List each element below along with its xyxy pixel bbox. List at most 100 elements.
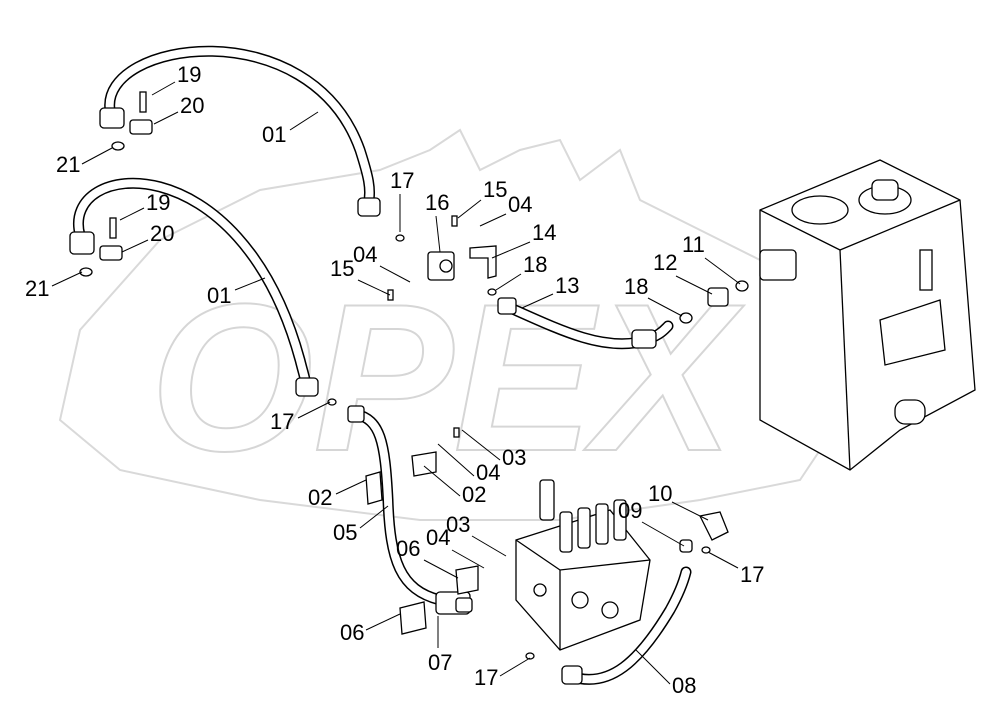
leader-line-c12 bbox=[675, 275, 713, 295]
callout-c09: 09 bbox=[618, 498, 642, 523]
leader-line-c21a bbox=[81, 147, 113, 165]
leader-line-c03a bbox=[461, 429, 501, 461]
callout-c13: 13 bbox=[555, 273, 579, 298]
hose-01-lower-elbow bbox=[295, 377, 319, 397]
callout-c04b: 04 bbox=[353, 242, 377, 267]
leader-line-c15a bbox=[457, 199, 482, 219]
callout-c10: 10 bbox=[648, 481, 672, 506]
callout-c05: 05 bbox=[333, 520, 357, 545]
callout-c06b: 06 bbox=[340, 620, 364, 645]
clamps bbox=[79, 91, 153, 277]
leader-line-c04c bbox=[437, 443, 475, 477]
o-ring-18-right bbox=[679, 312, 693, 324]
callout-c15a: 15 bbox=[483, 177, 507, 202]
hose-01-upper bbox=[99, 45, 381, 217]
leader-line-c01a bbox=[289, 111, 319, 131]
clamp-20-lower bbox=[99, 245, 123, 261]
washer-21-lower bbox=[79, 267, 93, 277]
watermark: OPEX bbox=[58, 128, 842, 521]
bolt-15-top bbox=[451, 215, 458, 227]
washer-21-upper bbox=[111, 141, 125, 151]
callout-c01b: 01 bbox=[207, 283, 231, 308]
leader-line-c04d bbox=[451, 549, 485, 569]
hose-01-upper-fitting bbox=[99, 107, 125, 129]
callout-c07: 07 bbox=[428, 650, 452, 675]
callout-c03a: 03 bbox=[502, 445, 526, 470]
brackets-06 bbox=[399, 565, 479, 635]
callout-c01a: 01 bbox=[262, 122, 286, 147]
callout-c15b: 15 bbox=[330, 256, 354, 281]
callout-c19b: 19 bbox=[146, 190, 170, 215]
leader-line-c06b bbox=[365, 613, 401, 631]
tank-cover-plate bbox=[791, 195, 849, 225]
hose-01-upper-elbow bbox=[357, 197, 381, 217]
leader-line-c04b bbox=[379, 265, 411, 283]
leader-line-c04a bbox=[479, 213, 507, 227]
leader-line-c17b bbox=[297, 401, 331, 419]
watermark-text: OPEX bbox=[150, 260, 744, 495]
hose-01-lower-fitting bbox=[69, 231, 95, 255]
leader-line-c03b bbox=[471, 535, 507, 557]
leader-line-c13 bbox=[521, 293, 554, 309]
leader-line-c01b bbox=[234, 277, 266, 291]
callout-c21b: 21 bbox=[25, 276, 49, 301]
callout-c17a: 17 bbox=[390, 168, 414, 193]
control-valve bbox=[515, 479, 651, 651]
bolt-19-upper bbox=[139, 91, 147, 113]
clamp-20-upper bbox=[129, 119, 153, 135]
leader-line-c19a bbox=[151, 81, 176, 96]
hose-05 bbox=[327, 398, 446, 606]
callout-c02a: 02 bbox=[462, 482, 486, 507]
tank-access-plate bbox=[879, 299, 946, 366]
leader-line-c10 bbox=[671, 501, 709, 521]
callout-c18b: 18 bbox=[624, 274, 648, 299]
callout-c14: 14 bbox=[532, 220, 556, 245]
leader-line-c02a bbox=[423, 465, 461, 497]
callout-c04d: 04 bbox=[426, 525, 450, 550]
callout-c02b: 02 bbox=[308, 485, 332, 510]
callout-c19a: 19 bbox=[177, 62, 201, 87]
leader-line-c02b bbox=[335, 479, 367, 495]
brackets-02 bbox=[365, 427, 460, 505]
leader-line-c20b bbox=[121, 239, 149, 253]
callout-c06a: 06 bbox=[396, 536, 420, 561]
valve-block-16 bbox=[387, 215, 497, 301]
leader-line-c16 bbox=[435, 215, 441, 253]
bracket-14 bbox=[469, 245, 497, 279]
leader-line-c21b bbox=[51, 271, 83, 287]
callout-c04c: 04 bbox=[476, 460, 500, 485]
callout-c18a: 18 bbox=[523, 252, 547, 277]
leader-line-c15b bbox=[357, 279, 391, 296]
hose-01-lower bbox=[69, 177, 319, 397]
callout-c16: 16 bbox=[425, 190, 449, 215]
leader-line-c18a bbox=[495, 273, 522, 291]
callout-c03b: 03 bbox=[446, 512, 470, 537]
leader-line-c08 bbox=[635, 649, 671, 685]
callout-c17b: 17 bbox=[270, 409, 294, 434]
o-ring-17-right bbox=[701, 546, 711, 554]
hose-08 bbox=[525, 566, 692, 685]
tank-port-block bbox=[759, 249, 797, 281]
leader-line-c17d bbox=[499, 657, 531, 677]
callout-c11: 11 bbox=[682, 232, 705, 257]
callout-c04a: 04 bbox=[508, 192, 532, 217]
leader-line-c11 bbox=[704, 257, 741, 285]
leader-line-c20a bbox=[153, 111, 179, 125]
o-ring-18-left bbox=[487, 288, 497, 296]
bolt-15-left bbox=[387, 289, 394, 301]
tank-drain-fitting bbox=[894, 399, 926, 425]
hose-13 bbox=[487, 288, 693, 350]
adapter-07 bbox=[435, 591, 473, 615]
callout-c08: 08 bbox=[672, 673, 696, 698]
leader-line-c17c bbox=[707, 551, 739, 569]
o-ring-17-mid bbox=[327, 398, 337, 406]
callout-c21a: 21 bbox=[56, 152, 80, 177]
hydraulic-tank bbox=[759, 159, 976, 471]
leader-line-c05 bbox=[359, 505, 389, 529]
leader-line-c14 bbox=[491, 241, 531, 259]
leader-line-c18b bbox=[647, 297, 683, 317]
callout-c20b: 20 bbox=[150, 221, 174, 246]
o-ring-17-top bbox=[395, 234, 405, 242]
